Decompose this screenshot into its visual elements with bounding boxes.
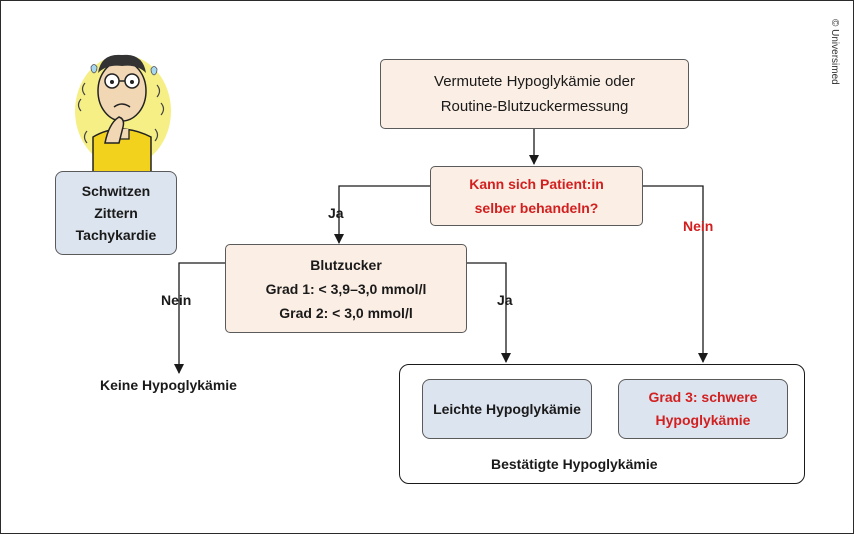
no-hypoglycemia-label: Keine Hypoglykämie — [100, 377, 237, 393]
arrow-bloodsugar-to-confirmed — [466, 262, 511, 363]
sweating-person-icon — [75, 54, 171, 173]
grade-1-threshold: Grad 1: < 3,9–3,0 mmol/l — [265, 280, 427, 297]
symptom-tremor: Zittern — [94, 205, 138, 221]
question-line-2: selber behandeln? — [474, 200, 599, 216]
symptom-sweating: Schwitzen — [81, 183, 151, 199]
arrow-question-to-severe — [643, 185, 708, 363]
symptom-tachycardia: Tachykardie — [75, 227, 157, 243]
copyright-text: © Universimed — [829, 19, 840, 85]
label-no-right: Nein — [683, 218, 714, 234]
arrow-question-to-bloodsugar — [334, 185, 431, 244]
mild-hypoglycemia-label: Leichte Hypoglykämie — [433, 401, 581, 417]
grade-2-threshold: Grad 2: < 3,0 mmol/l — [279, 304, 413, 321]
question-line-1: Kann sich Patient:in — [469, 176, 604, 192]
start-line-2: Routine-Blutzuckermessung — [440, 98, 629, 115]
severe-hypoglycemia-box: Grad 3: schwere Hypoglykämie — [618, 379, 788, 439]
label-yes-left: Ja — [328, 205, 344, 221]
severe-line-1: Grad 3: schwere — [648, 389, 758, 405]
start-line-1: Vermutete Hypoglykämie oder — [434, 73, 635, 90]
label-no-left: Nein — [161, 292, 192, 308]
severe-line-2: Hypoglykämie — [655, 412, 751, 428]
arrow-bloodsugar-to-no-hypo — [174, 262, 226, 374]
confirmed-hypoglycemia-label: Bestätigte Hypoglykämie — [491, 456, 658, 472]
symptoms-box: Schwitzen Zittern Tachykardie — [55, 171, 177, 255]
blood-sugar-title: Blutzucker — [310, 256, 382, 273]
sweating-person-illustration — [65, 39, 175, 173]
self-treatment-question-box: Kann sich Patient:in selber behandeln? — [430, 166, 643, 226]
blood-sugar-box: Blutzucker Grad 1: < 3,9–3,0 mmol/l Grad… — [225, 244, 467, 333]
label-yes-right: Ja — [497, 292, 513, 308]
start-box: Vermutete Hypoglykämie oder Routine-Blut… — [380, 59, 689, 129]
mild-hypoglycemia-box: Leichte Hypoglykämie — [422, 379, 592, 439]
